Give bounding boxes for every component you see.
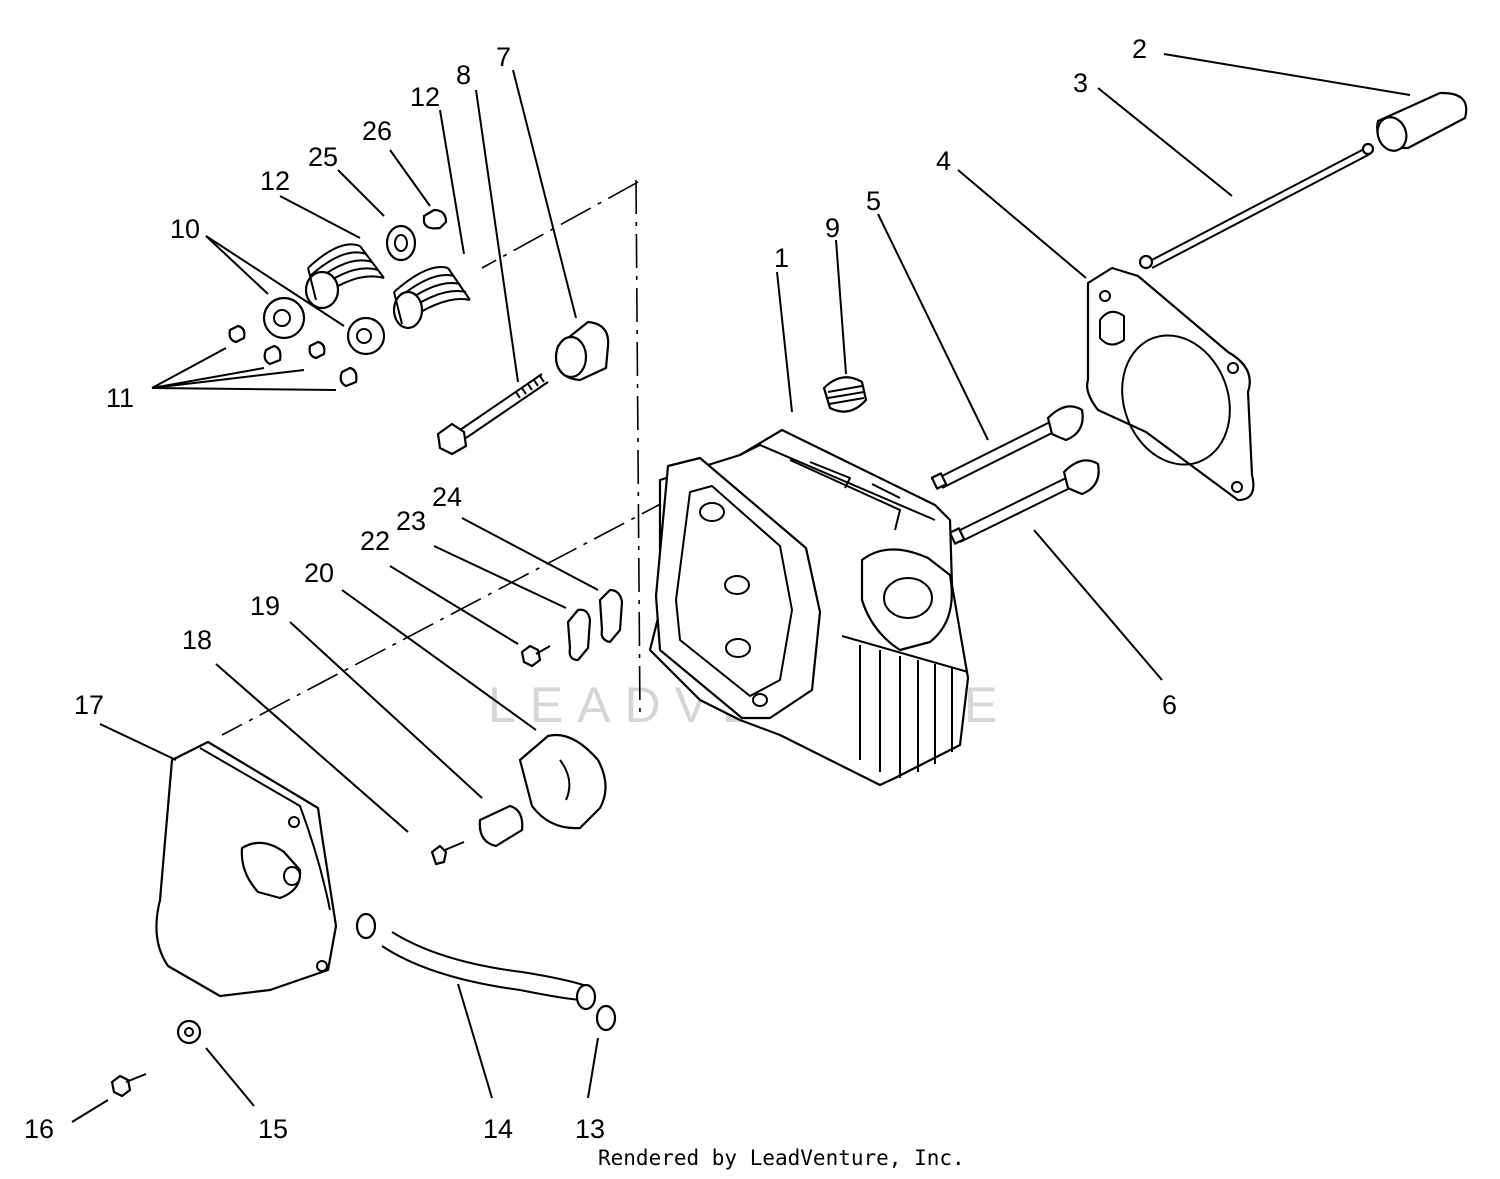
callout-6: 6 — [1162, 690, 1177, 720]
part-22-screw — [520, 644, 551, 668]
part-4-head-gasket — [1086, 266, 1255, 502]
callout-22: 22 — [360, 526, 390, 556]
part-10-retainer-a — [262, 296, 306, 340]
callout-9: 9 — [825, 213, 840, 243]
callout-19: 19 — [250, 591, 280, 621]
part-5-valve — [930, 405, 1084, 490]
part-7-cap — [554, 320, 610, 382]
part-20-breather — [518, 733, 607, 830]
footer-credit: Rendered by LeadVenture, Inc. — [598, 1146, 965, 1170]
part-12-spring-right — [392, 266, 471, 330]
callout-17: 17 — [74, 690, 104, 720]
part-12-spring-left — [304, 243, 385, 310]
callout-7: 7 — [496, 42, 511, 72]
part-25-retainer — [385, 224, 417, 262]
part-3-pushrod — [1138, 142, 1375, 270]
callout-2: 2 — [1132, 34, 1147, 64]
part-9-plug — [822, 376, 868, 413]
callout-25: 25 — [308, 142, 338, 172]
part-23-plate — [566, 608, 592, 662]
assembly-axes — [221, 179, 673, 736]
part-2-tappet — [1376, 91, 1468, 152]
part-1-cylinder-head — [648, 428, 970, 787]
callout-26: 26 — [362, 116, 392, 146]
part-19-valve — [478, 804, 524, 848]
callout-labels: 1 2 3 4 5 6 7 8 9 10 11 12 12 12 13 14 1… — [24, 34, 1177, 1144]
part-24-plate — [598, 588, 624, 644]
callout-10: 10 — [170, 214, 200, 244]
callout-12-top: 12 — [410, 82, 440, 112]
part-15-washer — [176, 1019, 202, 1045]
callout-14: 14 — [483, 1114, 513, 1144]
callout-20: 20 — [304, 558, 334, 588]
callout-16: 16 — [24, 1114, 54, 1144]
callout-12-left: 12 — [260, 166, 290, 196]
part-11-keepers — [228, 324, 358, 388]
callout-18: 18 — [182, 625, 212, 655]
callout-1: 1 — [774, 243, 789, 273]
part-14-hose — [381, 931, 597, 1011]
callout-4: 4 — [936, 146, 951, 176]
callout-24: 24 — [432, 482, 462, 512]
callout-8: 8 — [456, 60, 471, 90]
part-18-screw — [430, 841, 465, 866]
part-16-bolt — [110, 1073, 147, 1098]
part-8-bolt — [436, 373, 549, 456]
part-26-seal — [422, 208, 448, 230]
callout-11: 11 — [106, 383, 134, 413]
callout-15: 15 — [258, 1114, 288, 1144]
part-17-valve-cover — [155, 740, 338, 998]
callout-23: 23 — [396, 506, 426, 536]
part-13-clamps — [355, 912, 617, 1032]
callout-3: 3 — [1073, 68, 1088, 98]
leader-lines — [71, 53, 1411, 1123]
callout-13: 13 — [575, 1114, 605, 1144]
callout-5: 5 — [866, 186, 881, 216]
part-6-valve — [948, 459, 1100, 545]
part-10-retainer-b — [346, 316, 386, 356]
